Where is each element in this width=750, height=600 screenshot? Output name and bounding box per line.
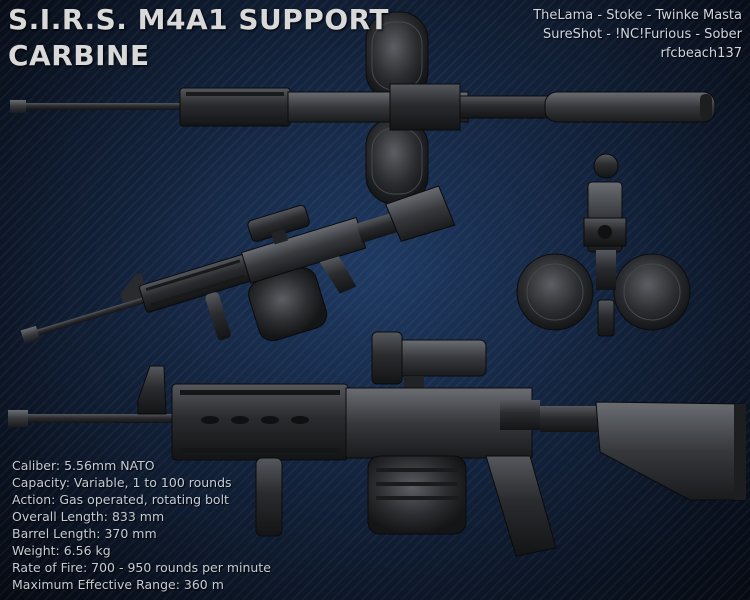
spec-effective-range: Maximum Effective Range: 360 m (12, 577, 224, 592)
credits-line: SureShot - !NC!Furious - Sober (543, 27, 742, 42)
weapon-rear-view (516, 153, 691, 337)
weapon-side-view (8, 331, 747, 557)
spec-action: Action: Gas operated, rotating bolt (12, 492, 229, 507)
title-line-1: S.I.R.S. M4A1 SUPPORT (8, 3, 390, 36)
credits-line: TheLama - Stoke - Twinke Masta (533, 8, 742, 23)
spec-capacity: Capacity: Variable, 1 to 100 rounds (12, 475, 232, 490)
spec-barrel-length: Barrel Length: 370 mm (12, 526, 157, 541)
spec-rate-of-fire: Rate of Fire: 700 - 950 rounds per minut… (12, 560, 271, 575)
spec-list: Caliber: 5.56mm NATO Capacity: Variable,… (12, 457, 271, 593)
weapon-title: S.I.R.S. M4A1 SUPPORT CARBINE (8, 2, 389, 74)
weapon-angled-view (20, 185, 456, 344)
spec-overall-length: Overall Length: 833 mm (12, 509, 165, 524)
spec-weight: Weight: 6.56 kg (12, 543, 111, 558)
spec-caliber: Caliber: 5.56mm NATO (12, 458, 155, 473)
weapon-top-view (10, 11, 716, 205)
credits-block: TheLama - Stoke - Twinke Masta SureShot … (533, 6, 742, 63)
credits-line: rfcbeach137 (660, 46, 743, 61)
title-line-2: CARBINE (8, 39, 150, 72)
